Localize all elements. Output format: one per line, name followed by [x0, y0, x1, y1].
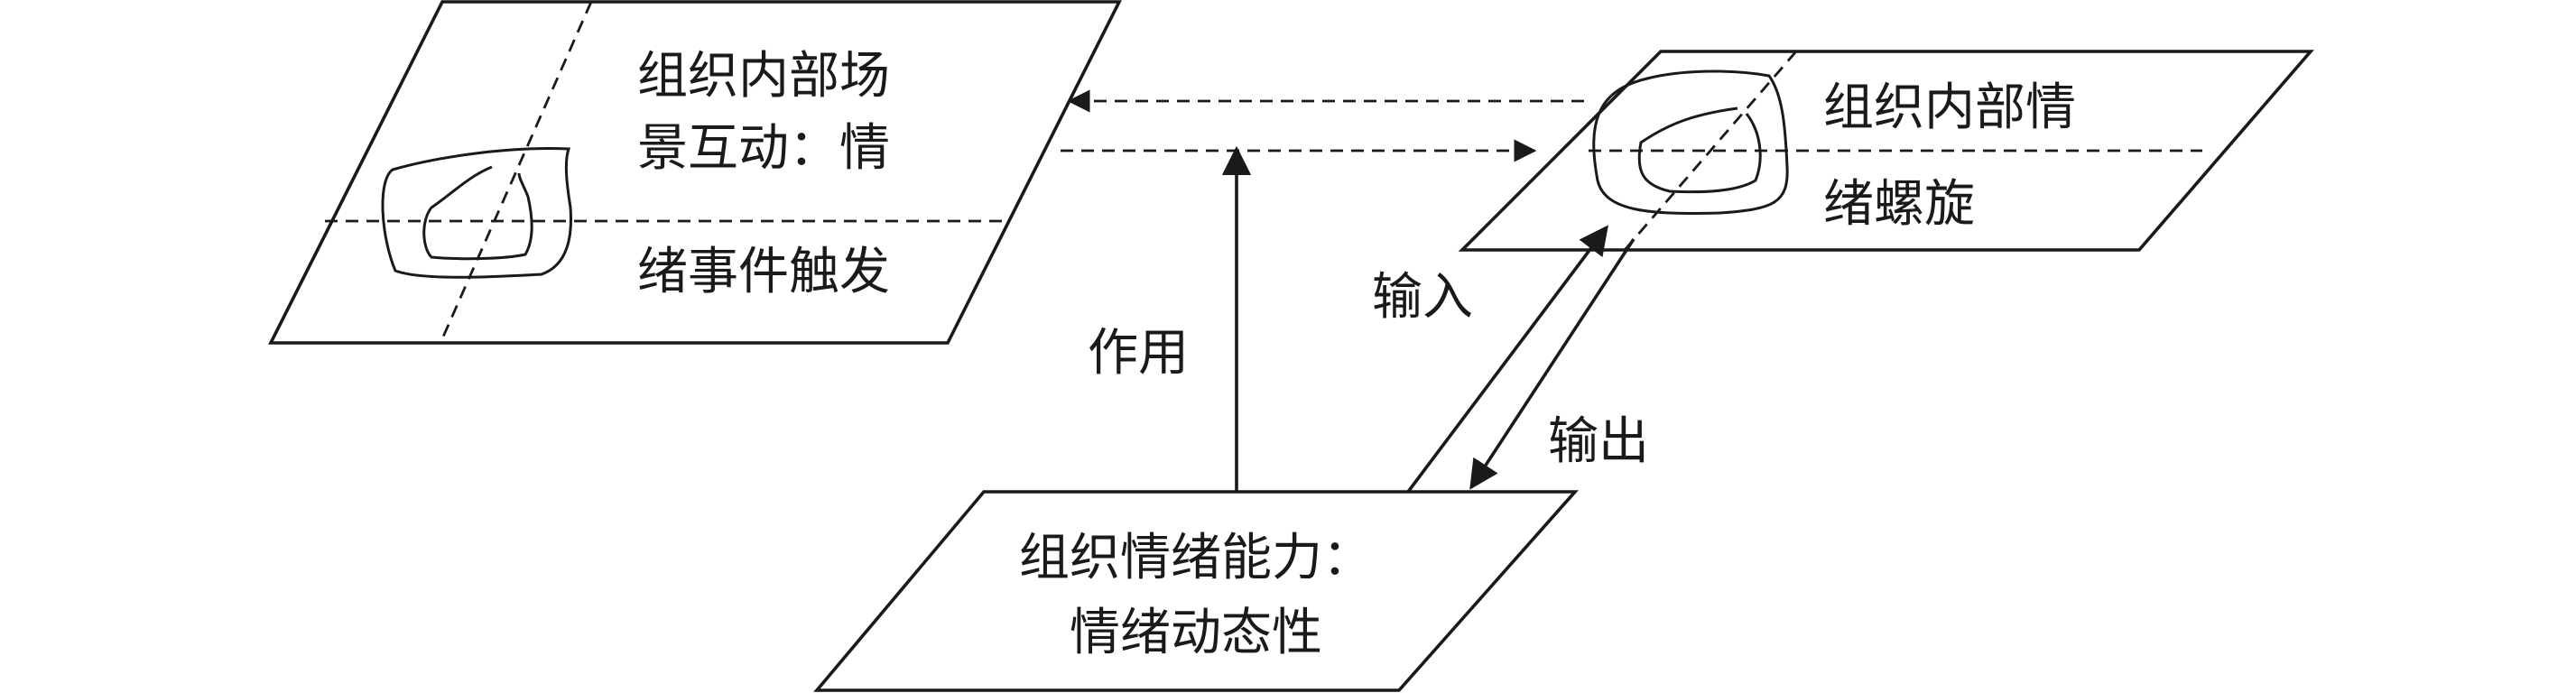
left-plane-label-line3: 绪事件触发 [637, 243, 890, 301]
left-plane: 组织内部场 景互动：情 绪事件触发 [268, 0, 1122, 345]
arrow-output-label: 输出 [1548, 412, 1649, 471]
left-plane-diagonal-axis [439, 1, 593, 344]
bottom-plane-label-line2: 情绪动态性 [1070, 604, 1322, 662]
left-plane-shape [268, 0, 1122, 345]
right-plane: 组织内部情 绪螺旋 [1458, 50, 2314, 252]
bottom-plane-label-line1: 组织情绪能力： [1019, 529, 1373, 587]
right-plane-diagonal-axis [1623, 51, 1798, 251]
left-spiral-inner [422, 165, 533, 261]
arrow-output-diagonal [1469, 238, 1635, 490]
right-spiral-inner [1637, 106, 1762, 194]
right-spiral-outer [1592, 69, 1789, 215]
arrow-act-label: 作用 [1088, 324, 1189, 383]
arrow-input-label: 输入 [1372, 268, 1473, 327]
bottom-plane-shape [813, 490, 1580, 692]
right-plane-label-line1: 组织内部情 [1823, 79, 2076, 137]
bottom-plane: 组织情绪能力： 情绪动态性 [813, 490, 1580, 692]
left-plane-label-line1: 组织内部场 [637, 47, 890, 106]
arrow-input-diagonal [1406, 225, 1608, 494]
connectors [1061, 89, 1635, 494]
left-plane-label-line2: 景互动：情 [637, 119, 890, 178]
right-plane-shape [1458, 50, 2314, 252]
left-spiral-outer [381, 147, 573, 279]
right-plane-label-line2: 绪螺旋 [1823, 175, 1975, 234]
